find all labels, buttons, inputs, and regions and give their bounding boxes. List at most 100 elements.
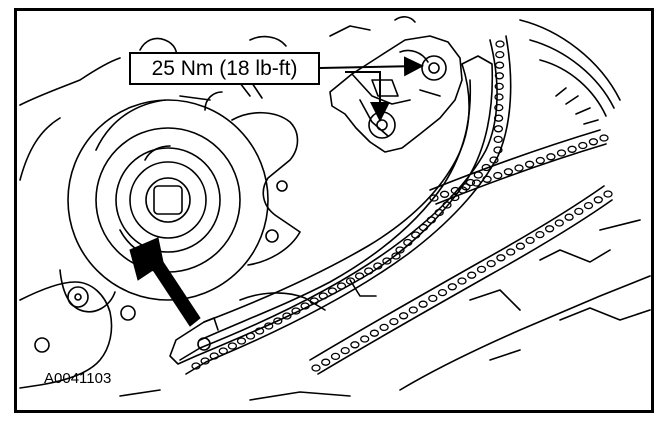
- chain-link: [282, 312, 292, 320]
- chain-link: [535, 230, 545, 239]
- figure-id: A0041103: [44, 370, 112, 387]
- chain-link: [588, 138, 599, 146]
- chain-link: [471, 179, 482, 187]
- chain-link: [318, 292, 328, 300]
- chain-link: [494, 61, 505, 69]
- chain-link: [495, 50, 505, 59]
- chain-link: [291, 307, 301, 315]
- chain-link: [473, 171, 483, 179]
- chain-link: [482, 175, 492, 183]
- chain-link: [476, 265, 487, 274]
- chain-link: [354, 272, 365, 280]
- chain-link: [373, 262, 383, 270]
- chain-link: [493, 171, 503, 180]
- chain-link: [429, 194, 439, 202]
- chain-link: [494, 72, 505, 80]
- chain-link: [264, 322, 274, 330]
- chain-link: [236, 337, 247, 345]
- chain-link: [564, 213, 574, 221]
- chain-link: [494, 103, 504, 112]
- chain-link: [340, 346, 350, 355]
- chain-link: [515, 242, 526, 250]
- chain-link: [330, 352, 341, 361]
- chain-link: [481, 163, 491, 172]
- chain-link: [300, 302, 310, 310]
- chain-link: [514, 164, 524, 172]
- chain-link: [327, 287, 338, 295]
- chain-link: [578, 141, 588, 150]
- chain-link: [369, 329, 380, 337]
- chain-link: [408, 306, 418, 314]
- chain-link: [191, 362, 201, 370]
- chain-link: [311, 364, 321, 372]
- chain-link: [494, 93, 504, 101]
- chain-link: [496, 254, 506, 262]
- chain-link: [389, 317, 399, 326]
- chain-link: [218, 347, 228, 355]
- chain-link: [360, 335, 370, 343]
- chain-link: [535, 156, 545, 165]
- chain-link: [486, 259, 496, 268]
- chain-link: [439, 190, 450, 198]
- chain-link: [403, 238, 413, 247]
- chain-link: [461, 183, 471, 191]
- chain-link: [489, 156, 499, 164]
- timing-chain-upper: [179, 35, 512, 375]
- torque-callout-leader: [319, 56, 424, 122]
- chain-link: [426, 216, 436, 224]
- chain-link: [493, 114, 504, 122]
- chain-link: [345, 277, 356, 285]
- chain-link: [398, 312, 409, 320]
- chain-link: [556, 149, 567, 157]
- chain-link: [544, 225, 555, 233]
- chain-link: [593, 196, 603, 204]
- chain-link: [309, 297, 319, 305]
- chain-link: [227, 342, 238, 350]
- chain-link: [494, 82, 504, 91]
- chain-link: [450, 193, 460, 202]
- timing-chain-lower: [309, 129, 613, 375]
- chain-link: [336, 282, 347, 290]
- chain-link: [395, 246, 405, 254]
- chain-link: [391, 252, 401, 260]
- chain-link: [364, 267, 374, 275]
- chain-link: [567, 145, 577, 153]
- chain-link: [418, 223, 429, 232]
- chain-link: [428, 294, 438, 303]
- chain-link: [382, 257, 392, 265]
- chain-link: [503, 168, 514, 176]
- chain-link: [418, 300, 428, 308]
- chain-link: [350, 341, 360, 349]
- chain-link: [447, 283, 457, 291]
- chain-link: [525, 236, 535, 245]
- chain-link: [273, 317, 283, 325]
- chain-link: [574, 207, 584, 216]
- chain-link: [495, 40, 505, 48]
- chain-link: [493, 146, 503, 154]
- pointer-arrow: [129, 237, 201, 327]
- chain-link: [245, 332, 256, 340]
- chain-link: [493, 135, 503, 144]
- chain-link: [524, 160, 535, 168]
- chain-link: [434, 208, 444, 217]
- chain-link: [506, 248, 516, 256]
- chain-links: [191, 40, 613, 372]
- chain-link: [437, 288, 448, 297]
- chain-link: [554, 219, 564, 227]
- chain-link: [200, 357, 210, 365]
- chain-link: [493, 125, 504, 133]
- chain-link: [209, 352, 219, 360]
- chain-link: [442, 201, 452, 209]
- chain-link: [411, 231, 421, 239]
- chain-link: [321, 358, 331, 366]
- chain-link: [379, 323, 389, 332]
- chain-tensioner: [329, 35, 463, 153]
- chain-link: [450, 186, 460, 195]
- chain-link: [599, 134, 609, 142]
- camshaft-sprocket: [519, 19, 621, 125]
- chain-link: [254, 327, 265, 335]
- chain-link: [583, 201, 594, 210]
- chain-link: [465, 178, 476, 187]
- figure-border: [14, 8, 654, 413]
